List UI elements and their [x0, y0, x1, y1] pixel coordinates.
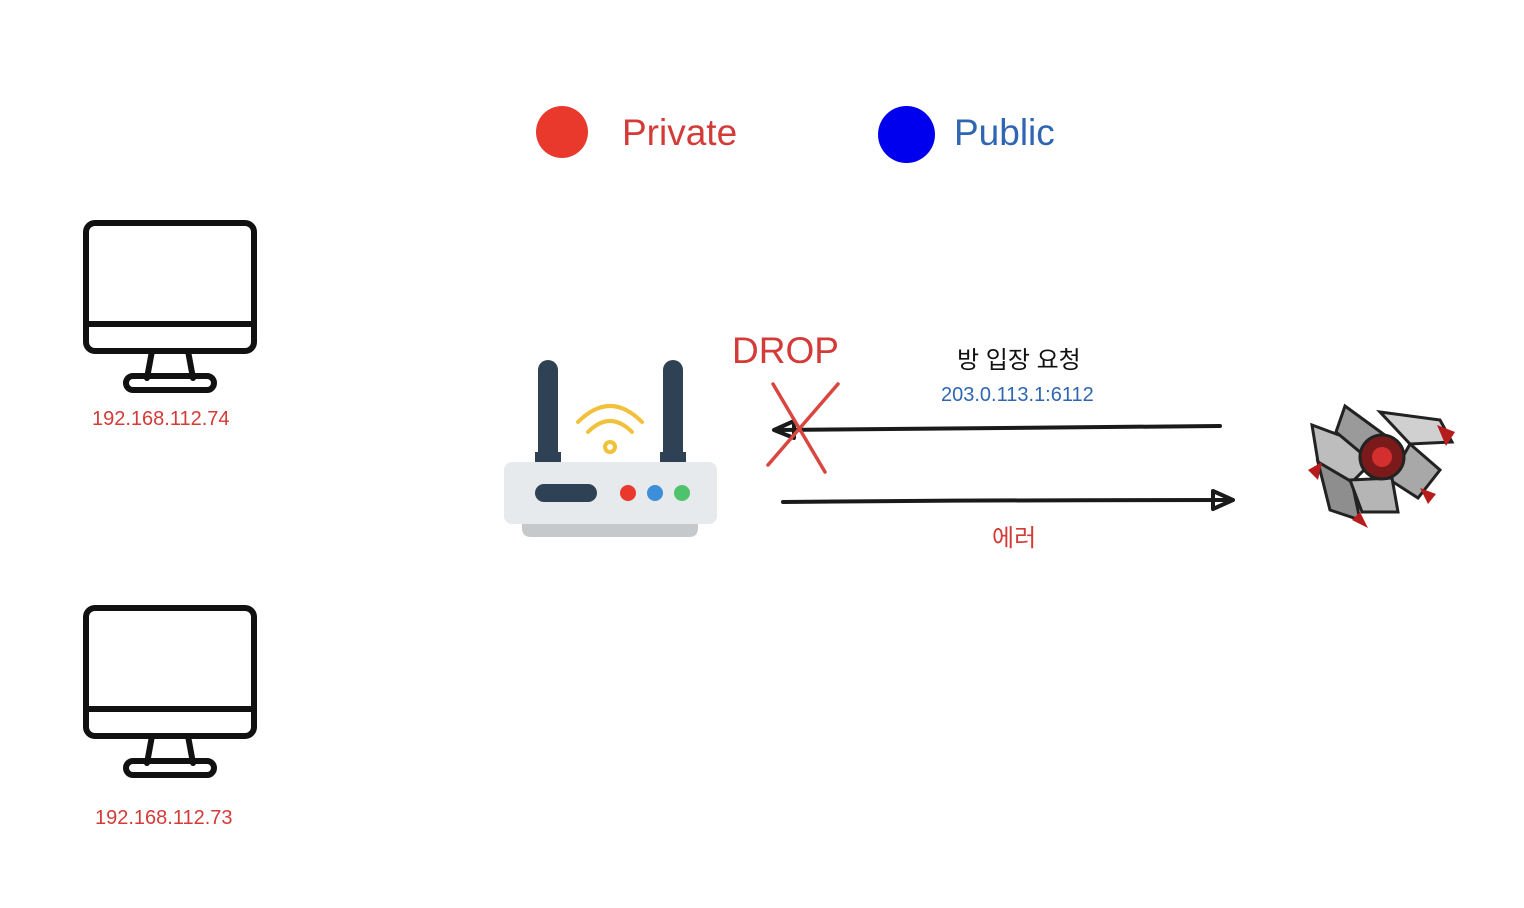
router-led [674, 485, 690, 501]
legend-public-label: Public [954, 112, 1055, 153]
legend-private-label: Private [622, 112, 738, 153]
wifi-icon [576, 404, 644, 454]
legend-private-dot [536, 106, 588, 158]
request-arrow [772, 419, 1222, 440]
router-icon [504, 360, 717, 537]
response-label: 에러 [992, 525, 1037, 552]
request-label: 방 입장 요청 [957, 347, 1081, 374]
router-led [620, 485, 636, 501]
drop-label: DROP [732, 330, 839, 371]
host-1-ip: 192.168.112.74 [92, 408, 230, 430]
legend-public-dot [878, 106, 935, 163]
drop-cross-icon [766, 382, 840, 474]
monitor-icon [83, 605, 257, 778]
request-address: 203.0.113.1:6112 [941, 384, 1094, 406]
monitor-icon [83, 220, 257, 393]
response-arrow [781, 489, 1235, 511]
spaceship-icon [1308, 403, 1455, 528]
host-2-ip: 192.168.112.73 [95, 807, 233, 829]
router-led [647, 485, 663, 501]
